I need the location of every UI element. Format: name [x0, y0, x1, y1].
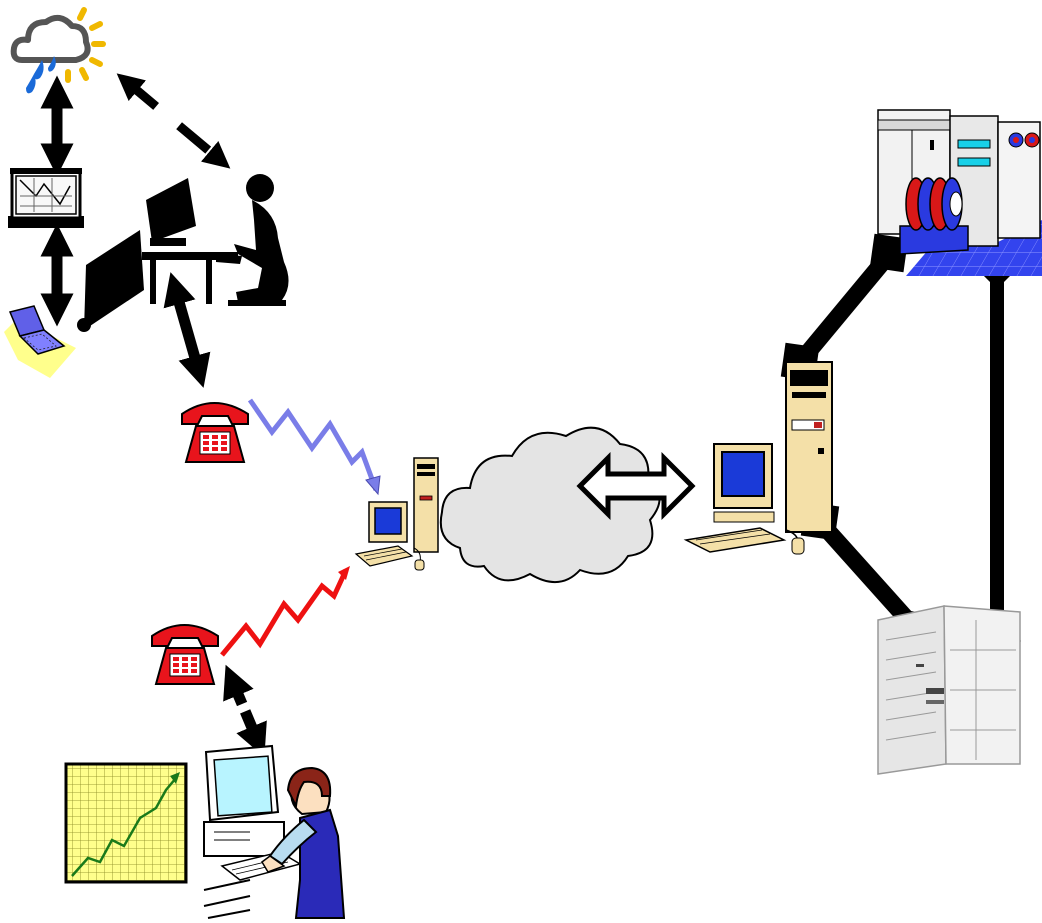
analyst-icon [203, 744, 346, 919]
seated-operator-icon [77, 174, 289, 332]
chart-icon [64, 762, 188, 884]
telephone-icon-bottom [151, 624, 219, 685]
telephone-icon-top [181, 402, 249, 463]
link-lightning-red [220, 568, 349, 657]
link-serverpc-rack [813, 516, 922, 634]
mainframe-tape-icon [877, 109, 1042, 276]
desktop-pc-icon-small [354, 457, 439, 571]
desktop-pc-icon-server [683, 361, 833, 555]
laptop-icon [4, 305, 76, 378]
link-operator-telephone [163, 272, 211, 388]
cloud-icon [439, 426, 661, 583]
weather-icon [10, 7, 106, 94]
lightning-red-arrowhead [338, 566, 350, 580]
server-rack-icon [877, 605, 1021, 775]
link-serverpc-mainframe [793, 250, 895, 368]
connector-square [869, 233, 909, 273]
lightning-blue-arrowhead [365, 475, 381, 496]
link-telephone-analyst [223, 664, 267, 758]
link-weather-operator [116, 73, 231, 169]
link-lightning-blue [247, 398, 379, 491]
barograph-icon [8, 168, 84, 228]
link-cloud-serverpc [576, 451, 696, 521]
links [40, 73, 1004, 758]
